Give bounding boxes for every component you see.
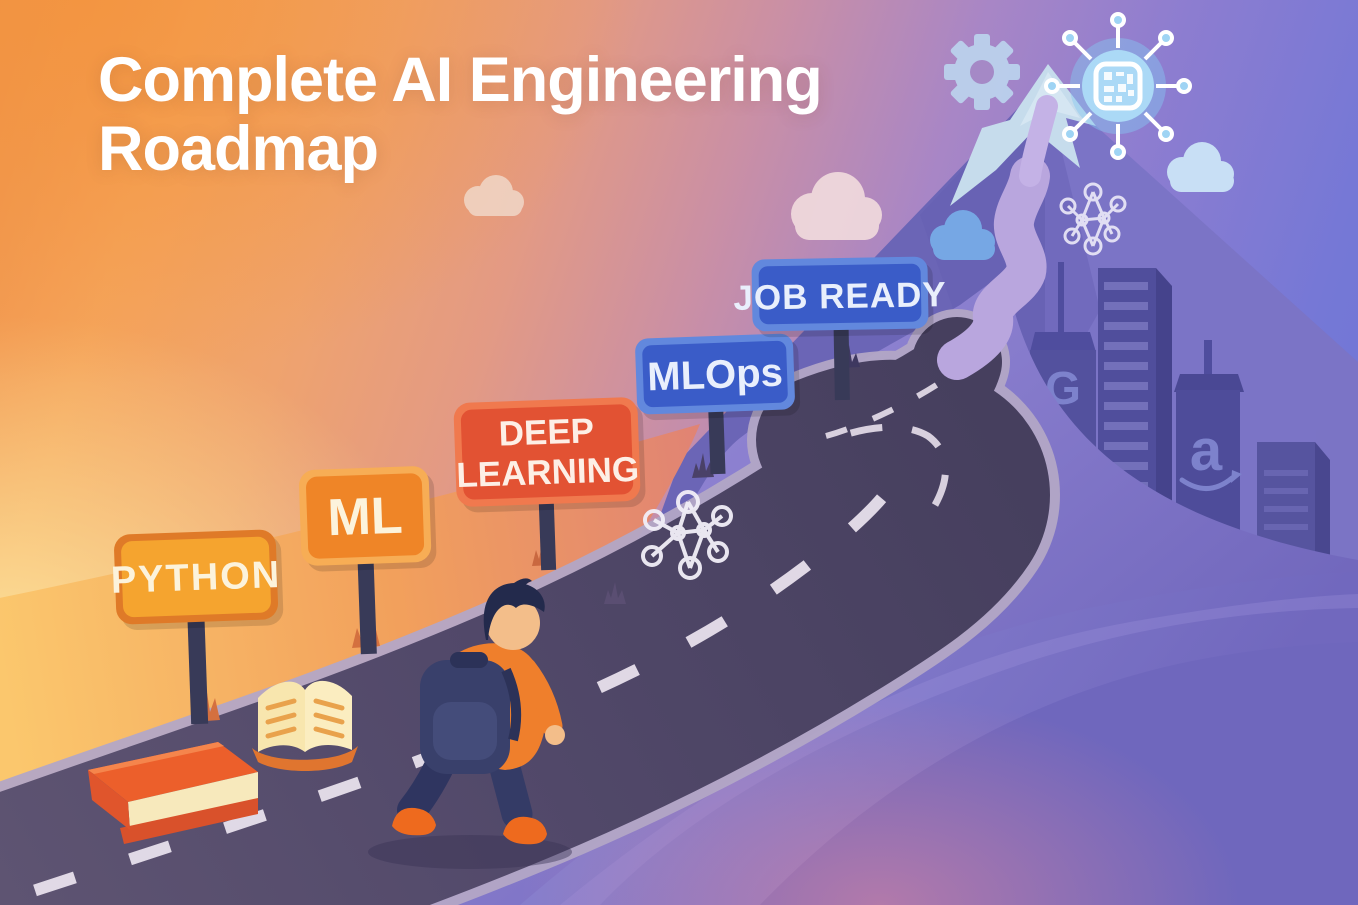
sign-mlops: MLOps xyxy=(635,333,801,475)
cloud-icon-faint xyxy=(464,175,524,216)
hair xyxy=(483,582,545,640)
sign-job-ready-label: JOB READY xyxy=(733,275,947,318)
open-book-icon xyxy=(252,680,358,771)
sign-job-ready: JOB READY xyxy=(733,256,947,401)
sign-post xyxy=(357,555,377,655)
sign-python: PYTHON xyxy=(110,529,284,725)
arm xyxy=(515,657,563,737)
cloud-icon-blue xyxy=(930,210,995,260)
back-shoe xyxy=(392,807,436,836)
sign-python-label: PYTHON xyxy=(110,554,282,602)
sign-post xyxy=(187,613,209,725)
gear-icon xyxy=(944,34,1020,110)
antenna xyxy=(1204,340,1212,380)
front-shoe xyxy=(503,816,547,845)
hills xyxy=(520,572,1358,905)
sign-mlops-label: MLOps xyxy=(647,351,784,400)
face xyxy=(486,596,540,650)
closed-book-icon xyxy=(88,742,258,844)
page-title: Complete AI Engineering Roadmap xyxy=(98,45,823,185)
cloud-icon-lightblue xyxy=(1167,142,1234,192)
sign-ml: ML xyxy=(298,466,437,655)
antenna xyxy=(1058,262,1064,334)
amazon-logo: a xyxy=(1190,418,1223,483)
chip-pattern xyxy=(1104,72,1134,102)
sign-post xyxy=(708,405,726,475)
sign-post xyxy=(833,323,850,401)
sign-ml-label: ML xyxy=(327,487,404,548)
hand xyxy=(545,725,565,745)
sign-deep-learning: DEEP LEARNING xyxy=(453,397,646,571)
winding-road xyxy=(0,95,1060,905)
neural-network-icon-small xyxy=(1059,182,1127,256)
sign-deep-label: DEEP xyxy=(498,411,595,453)
backpack-strap xyxy=(501,667,522,742)
backpack-pocket xyxy=(433,702,497,760)
amazon-smile-arrow xyxy=(1231,470,1242,483)
chip-network-icon xyxy=(1044,12,1192,160)
walking-student xyxy=(368,578,572,869)
hair-quiff xyxy=(514,578,532,589)
backpack-handle xyxy=(450,652,488,668)
road-dashes xyxy=(0,381,949,905)
sign-post xyxy=(538,497,557,571)
sign-learning-label: LEARNING xyxy=(456,450,640,495)
cloud-icon-pink xyxy=(791,172,882,240)
amazon-smile xyxy=(1179,475,1235,491)
neural-network-icon xyxy=(641,490,733,580)
